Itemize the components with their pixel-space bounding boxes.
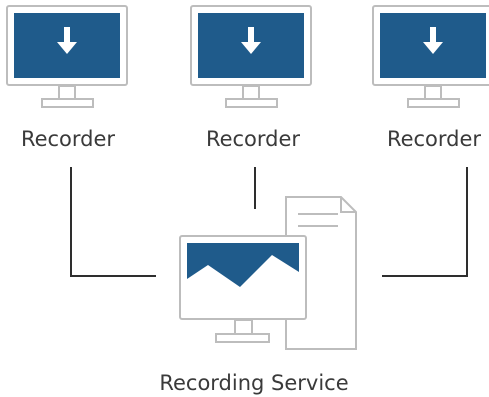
recorder-label-1: Recorder — [20, 127, 116, 151]
monitor-base — [215, 333, 270, 343]
monitor-base — [407, 98, 460, 108]
monitor-neck — [58, 85, 76, 100]
recording-service-label: Recording Service — [159, 371, 349, 395]
download-arrow-icon — [423, 27, 443, 54]
recorder-monitor-2 — [190, 5, 312, 108]
connector-right — [382, 167, 468, 277]
recorder-label-2: Recorder — [205, 127, 301, 151]
recorder-monitor-3 — [372, 5, 489, 108]
connector-left — [70, 167, 156, 277]
recorder-label-3: Recorder — [386, 127, 482, 151]
image-monitor-icon — [187, 255, 299, 310]
monitor-neck — [242, 85, 260, 100]
monitor-base — [225, 98, 278, 108]
download-arrow-icon — [57, 27, 77, 54]
monitor-base — [41, 98, 94, 108]
recorder-monitor-1 — [6, 5, 128, 108]
connector-lines — [70, 167, 468, 277]
monitor-neck — [234, 319, 253, 335]
monitor-neck — [424, 85, 442, 100]
service-monitor — [179, 235, 307, 343]
download-arrow-icon — [241, 27, 261, 54]
document-lines — [298, 213, 338, 227]
